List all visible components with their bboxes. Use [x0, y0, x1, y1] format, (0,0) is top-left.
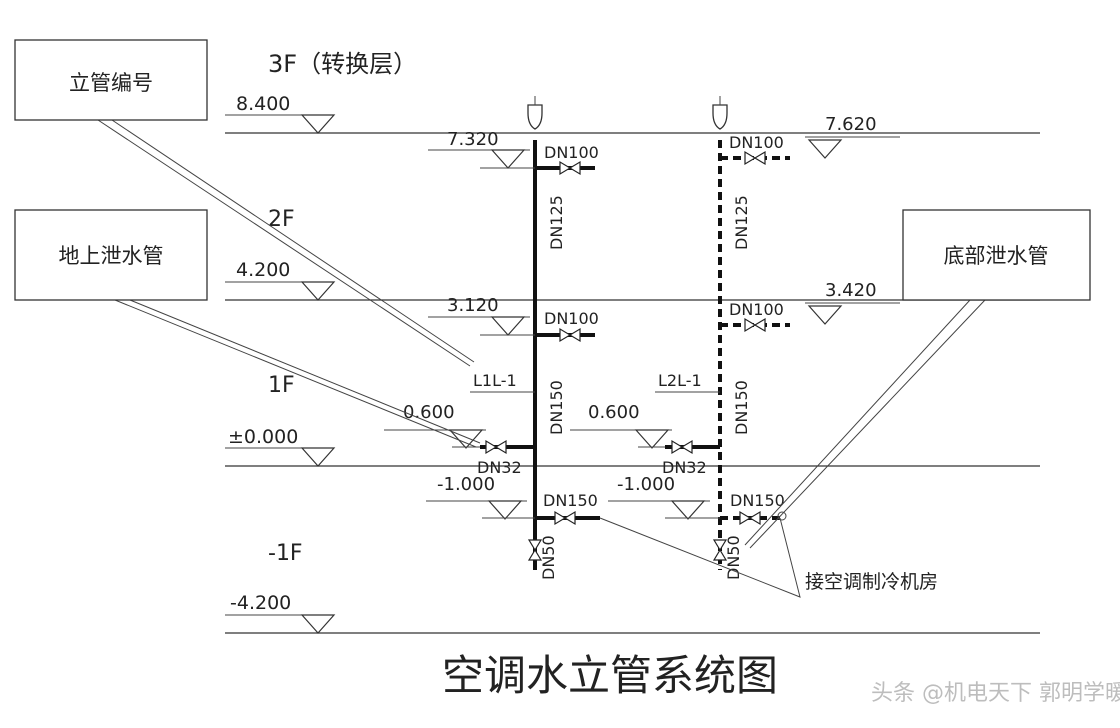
elevation-marker-icon [301, 114, 335, 134]
branch-mid-size: DN100 [544, 309, 599, 328]
watermark: 头条 @机电天下 郭明学暖通 [871, 681, 1120, 706]
valve-icon [485, 440, 507, 454]
elevation-marker-icon [301, 447, 335, 467]
segment-lower-size: DN150 [547, 380, 566, 435]
floor-elev-2f: 4.200 [236, 259, 290, 281]
floor-elev-1f: ±0.000 [228, 426, 298, 448]
valve-icon [744, 318, 766, 332]
valve-icon [559, 161, 581, 175]
branch-low-size: DN32 [662, 458, 707, 477]
floor-name-3f: 3F（转换层） [268, 50, 417, 78]
branch-top-size: DN100 [544, 143, 599, 162]
valve-icon [739, 511, 761, 525]
riser-id: L2L-1 [658, 371, 702, 390]
callouts: 立管编号 地上泄水管 底部泄水管 接空调制冷机房 [14, 39, 1091, 598]
valve-icon [744, 151, 766, 165]
elevation-marker-icon [301, 281, 335, 301]
floor-name-1f: 1F [268, 373, 295, 398]
callout-box-riser-id [14, 39, 208, 121]
elev-bottom: -1.000 [617, 474, 675, 495]
riser-id: L1L-1 [473, 371, 517, 390]
floor-lines [225, 132, 1040, 634]
branch-low-size: DN32 [477, 458, 522, 477]
segment-upper-size: DN125 [547, 195, 566, 250]
air-vent-icon [527, 104, 543, 130]
branch-bottom-size: DN150 [543, 491, 598, 510]
floor-name-b1: -1F [268, 541, 303, 566]
valve-icon [559, 328, 581, 342]
air-vent-icon [712, 104, 728, 130]
branch-mid-size: DN100 [729, 300, 784, 319]
valve-icon [554, 511, 576, 525]
elev-mid: 3.420 [825, 280, 877, 301]
elev-low: 0.600 [403, 402, 455, 423]
callout-above-ground-drain: 地上泄水管 [59, 244, 164, 268]
elev-low: 0.600 [588, 402, 640, 423]
segment-lower-size: DN150 [732, 380, 751, 435]
segment-upper-size: DN125 [732, 195, 751, 250]
floor-elev-b1: -4.200 [230, 592, 291, 614]
floor-elev-3f: 8.400 [236, 93, 290, 115]
drain-size: DN50 [539, 535, 558, 580]
valve-icon [671, 440, 693, 454]
elev-mid: 3.120 [447, 295, 499, 316]
branch-bottom-size: DN150 [730, 491, 785, 510]
elev-top: 7.620 [825, 114, 877, 135]
elev-bottom: -1.000 [437, 474, 495, 495]
riser-left: 7.320 DN100 DN125 3.120 DN100 L1L-1 DN15… [384, 96, 600, 580]
branch-top-size: DN100 [729, 133, 784, 152]
floor-labels: 3F（转换层） 8.400 2F 4.200 1F ±0.000 -1F -4.… [225, 50, 417, 634]
floor-name-2f: 2F [268, 207, 295, 232]
elevation-marker-icon [301, 614, 335, 634]
elev-top: 7.320 [447, 129, 499, 150]
riser-right: 7.620 DN100 DN125 3.420 DN100 L2L-1 DN15… [570, 96, 900, 580]
callout-riser-id: 立管编号 [69, 71, 153, 95]
callout-box-bottom-drain [902, 209, 1091, 301]
callout-to-chiller-room: 接空调制冷机房 [805, 571, 938, 593]
callout-bottom-drain: 底部泄水管 [944, 244, 1049, 268]
callout-box-above-ground-drain [14, 209, 208, 301]
diagram-title: 空调水立管系统图 [442, 651, 778, 700]
